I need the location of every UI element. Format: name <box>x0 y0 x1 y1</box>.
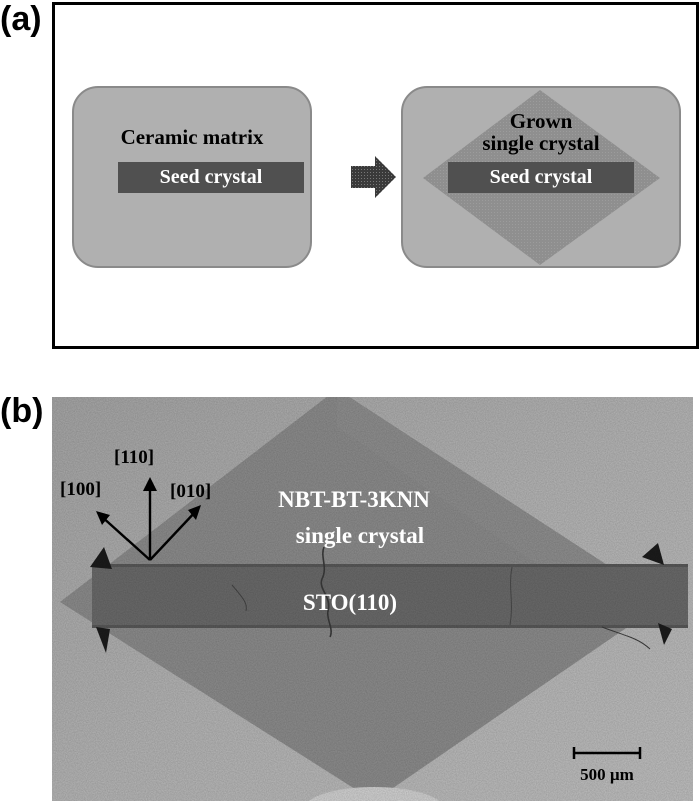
scale-bar-label: 500 µm <box>580 765 634 784</box>
direction-label-010: [010] <box>170 481 211 502</box>
arrow-right-icon <box>351 156 396 198</box>
seed-crystal-bar-left: Seed crystal <box>118 162 304 193</box>
ceramic-matrix-box: Ceramic matrix Seed crystal <box>72 86 312 268</box>
crystal-label-line1: NBT-BT-3KNN <box>278 487 430 512</box>
scale-bar <box>572 747 642 759</box>
grown-crystal-label-line2: single crystal <box>482 131 600 155</box>
seed-crystal-bar-right: Seed crystal <box>448 162 634 193</box>
crystal-label-line2: single crystal <box>296 523 424 548</box>
grown-crystal-box: Grown single crystal Seed crystal <box>401 86 681 268</box>
schematic-frame: Ceramic matrix Seed crystal Grown single… <box>52 2 699 349</box>
micrograph-image: [100] [110] [010] NBT-BT-3KNN single cry… <box>52 397 693 801</box>
direction-label-110: [110] <box>114 447 154 468</box>
panel-a-label: (a) <box>0 0 42 38</box>
grown-crystal-label-line1: Grown <box>509 109 573 133</box>
ceramic-matrix-label: Ceramic matrix <box>120 125 264 149</box>
direction-label-100: [100] <box>60 479 101 500</box>
panel-b-label: (b) <box>0 392 44 430</box>
seed-label: STO(110) <box>303 590 397 615</box>
direction-arrows-icon <box>99 483 198 561</box>
